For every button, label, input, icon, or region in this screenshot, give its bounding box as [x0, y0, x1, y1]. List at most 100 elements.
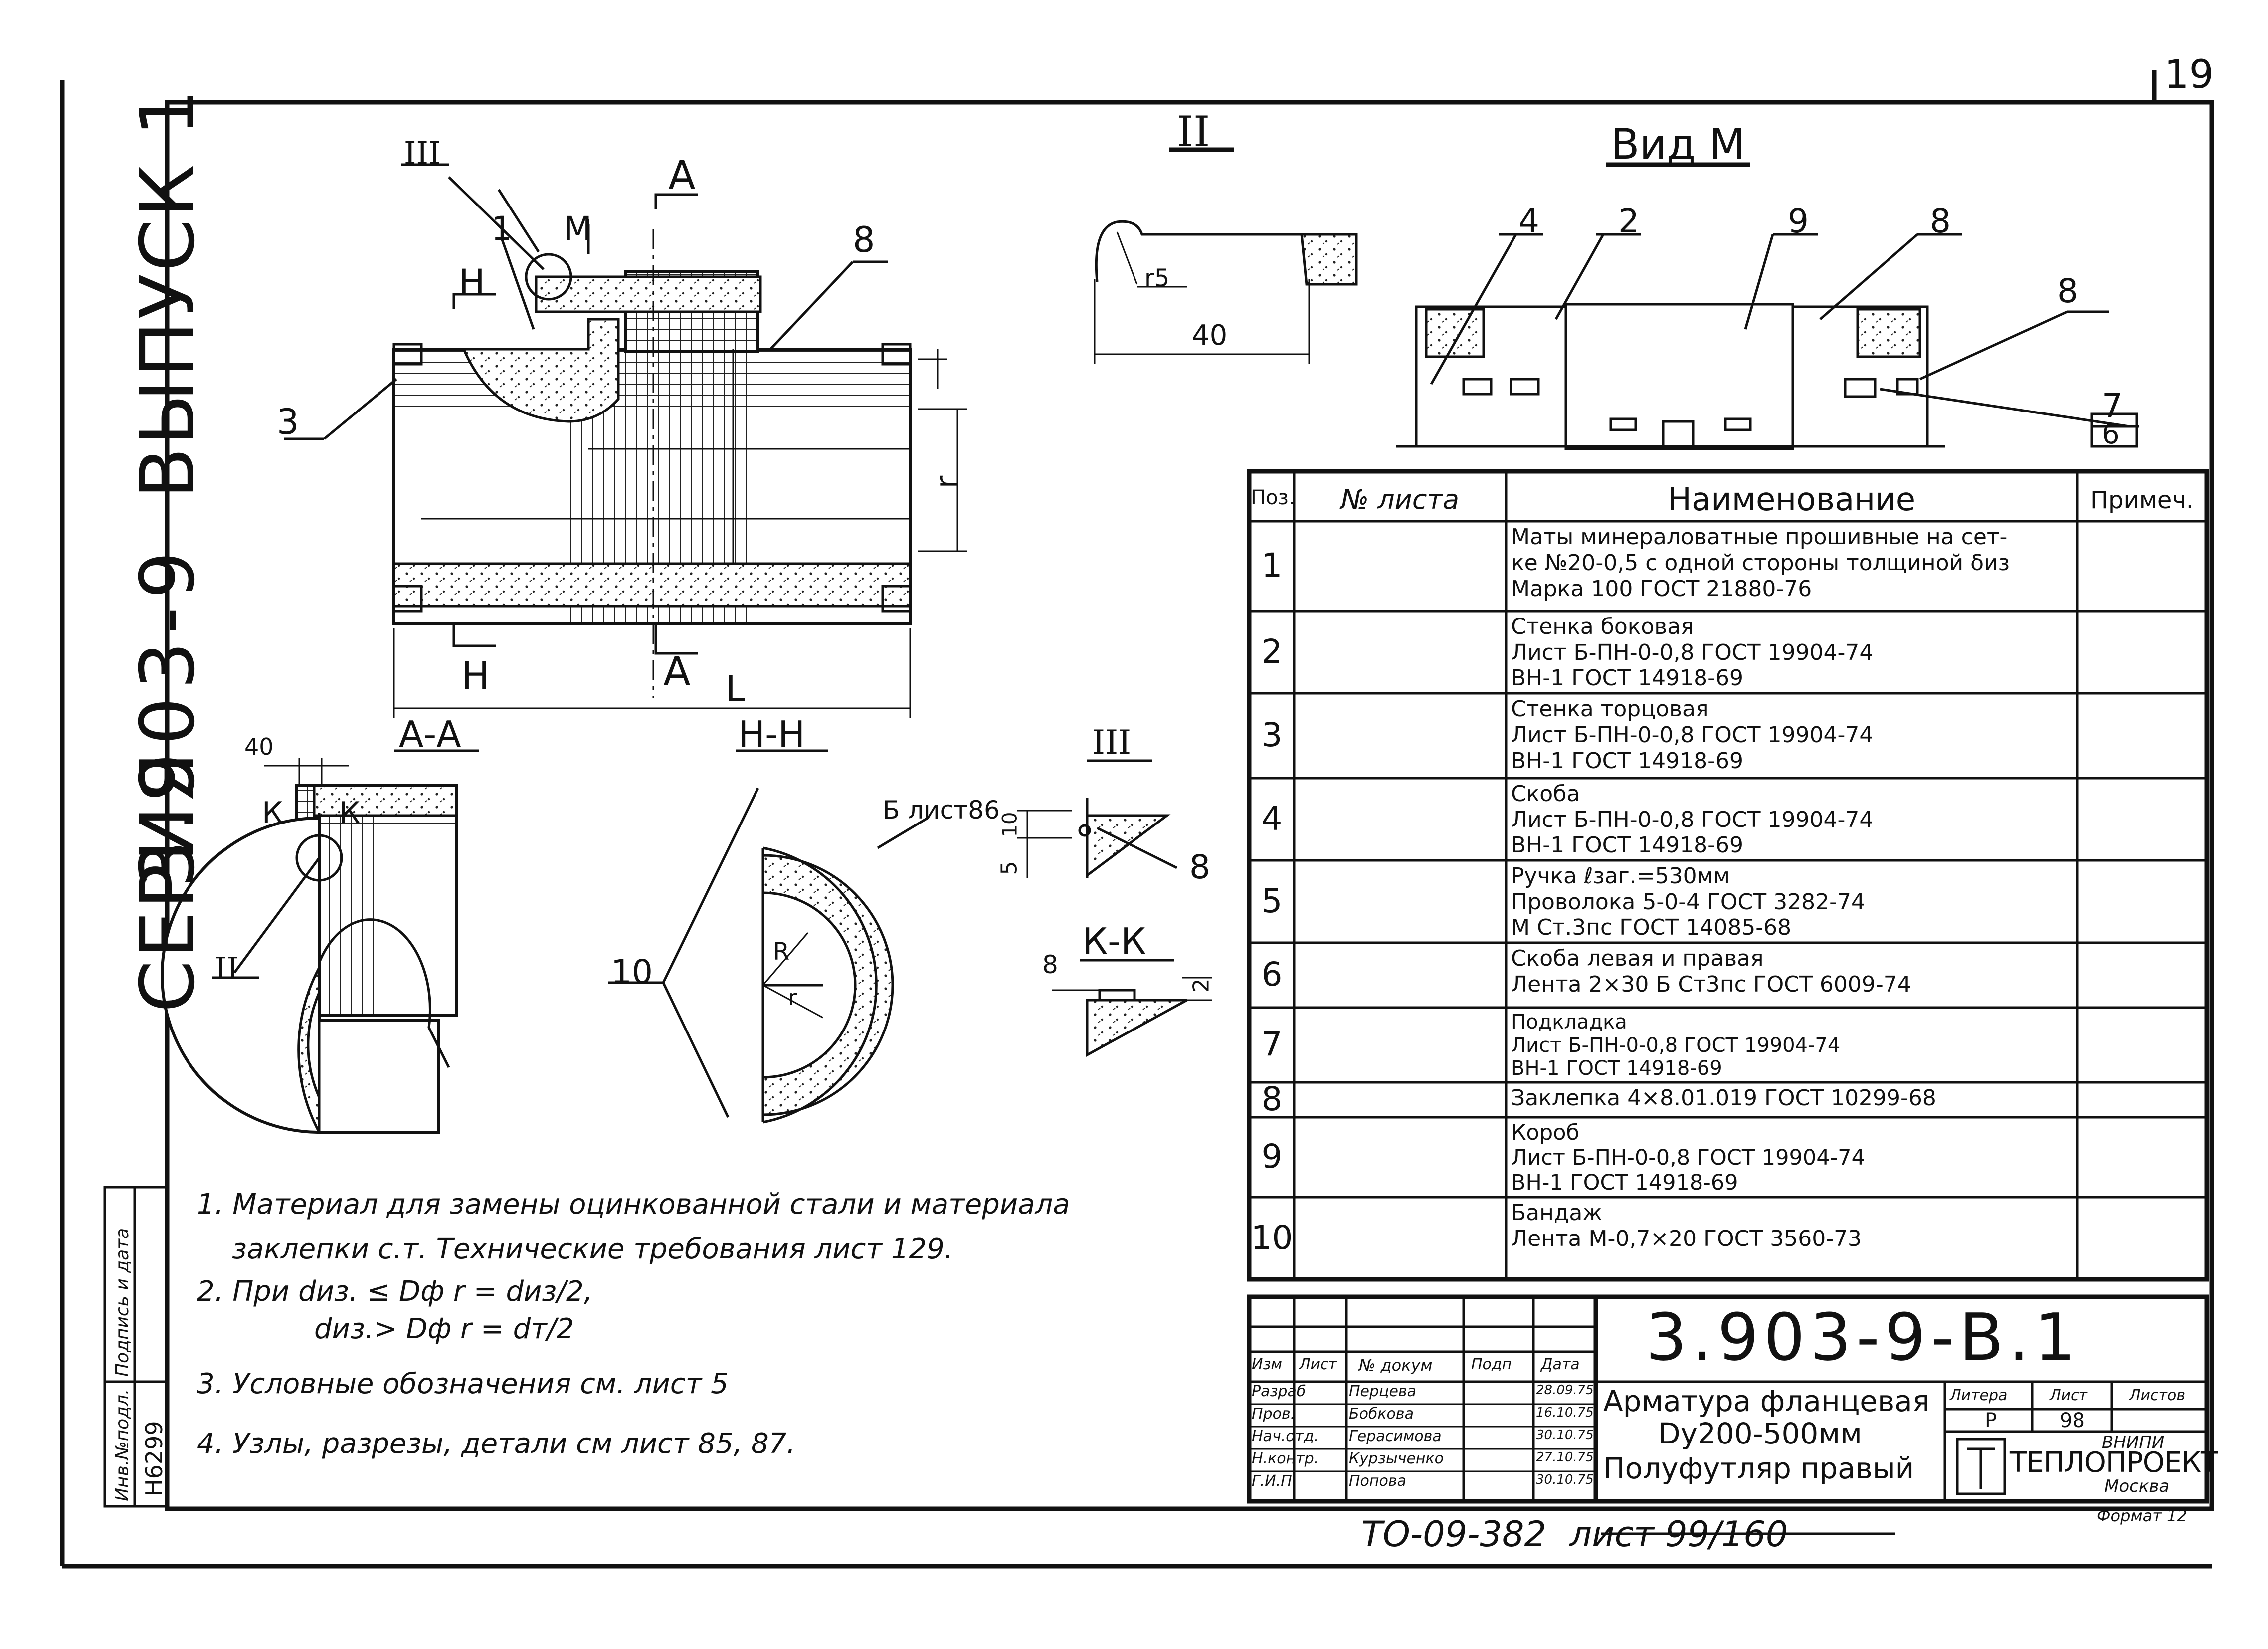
- spec-row-name-line: Стенка боковая: [1511, 614, 1694, 639]
- archive-sheet-ref: лист 99/160: [1569, 1514, 1788, 1555]
- main-label-L: L: [726, 668, 745, 709]
- section-KK-title: К-К: [1082, 920, 1146, 962]
- main-label-H-bottom: Н: [461, 653, 490, 698]
- title-line-2: Dу200-500мм: [1658, 1417, 1862, 1450]
- view-M-callout-6: 6: [2102, 418, 2120, 450]
- note-4: 4. Узлы, разрезы, детали см лист 85, 87.: [197, 1428, 796, 1460]
- tb-person-role: Разраб: [1252, 1383, 1306, 1400]
- section-AA-K-right: К: [339, 796, 361, 830]
- tb-col-izm: Изм: [1252, 1356, 1283, 1373]
- spec-header-sheet: № листа: [1340, 484, 1460, 515]
- sheet-frame: [60, 70, 2214, 1569]
- spec-row-name-line: ВН-1 ГОСТ 14918-69: [1511, 1057, 1722, 1080]
- section-III-title: III: [1092, 723, 1132, 762]
- spec-row-name-line: Лист Б-ПН-0-0,8 ГОСТ 19904-74: [1511, 1033, 1841, 1057]
- left-stamp-grid: [103, 1186, 169, 1508]
- title-line-1: Арматура фланцевая: [1603, 1384, 1930, 1418]
- tb-col-list: Лист: [1299, 1356, 1337, 1373]
- spec-row-pos: 10: [1251, 1218, 1293, 1257]
- tb-person-role: Н.контр.: [1252, 1450, 1319, 1467]
- tb-stage-header-1: Лист: [2050, 1387, 2088, 1404]
- section-KK-detail: [1052, 959, 1212, 1057]
- spec-header-name: Наименование: [1667, 481, 1916, 518]
- tb-person-date: 27.10.75: [1536, 1450, 1594, 1465]
- tb-person-name: Попова: [1349, 1472, 1406, 1490]
- section-AA-dim-40: 40: [244, 733, 274, 760]
- section-II-radius: r5: [1144, 264, 1170, 292]
- tb-person-name: Курзыченко: [1349, 1450, 1444, 1467]
- format-label: Формат 12: [2097, 1506, 2187, 1525]
- spec-row-name-line: Заклепка 4×8.01.019 ГОСТ 10299-68: [1511, 1085, 1936, 1111]
- stamp-inventory-label: Инв.№подл.: [112, 1389, 133, 1501]
- section-AA-II: II: [214, 950, 239, 987]
- spec-header-pos: Поз.: [1251, 486, 1295, 509]
- tb-person-date: 16.10.75: [1536, 1405, 1594, 1420]
- spec-row-pos: 7: [1261, 1025, 1283, 1063]
- spec-row-name-line: Лист Б-ПН-0-0,8 ГОСТ 19904-74: [1511, 722, 1874, 748]
- spec-row-name-line: Подкладка: [1511, 1011, 1627, 1033]
- view-M-callout-4: 4: [1518, 202, 1539, 240]
- page-number: 19: [2164, 52, 2214, 97]
- series-number: 3.903-9: [125, 543, 211, 888]
- note-1-cont: заклепки с.т. Технические требования лис…: [232, 1233, 953, 1265]
- tb-person-role: Нач.отд.: [1252, 1428, 1319, 1445]
- main-label-H-top: Н: [459, 262, 485, 303]
- section-III-dim-10: 10: [998, 812, 1022, 837]
- view-M-detail: [1396, 162, 2139, 450]
- tb-col-date: Дата: [1541, 1356, 1580, 1373]
- stamp-signature-label: Подпись и дата: [112, 1228, 133, 1377]
- tb-stage-header-2: Листов: [2129, 1387, 2186, 1404]
- section-III-callout-8: 8: [1189, 848, 1210, 886]
- main-label-III: III: [404, 135, 441, 171]
- main-label-A-top: А: [668, 152, 696, 199]
- main-label-8: 8: [853, 219, 875, 260]
- spec-row-name-line: М Ст.3пс ГОСТ 14085-68: [1511, 915, 1792, 941]
- spec-row-name-line: ВН-1 ГОСТ 14918-69: [1511, 1170, 1738, 1195]
- spec-table-grid: [1247, 469, 2209, 1282]
- title-block-grid: [1247, 1294, 2209, 1504]
- tb-person-date: 30.10.75: [1536, 1428, 1594, 1443]
- view-M-callout-8a: 8: [1930, 202, 1951, 240]
- main-label-A-bottom: А: [663, 648, 691, 695]
- title-line-3: Полуфутляр правый: [1603, 1451, 1914, 1485]
- view-M-callout-2: 2: [1618, 202, 1639, 240]
- tb-person-role: Пров.: [1252, 1405, 1296, 1423]
- section-II-detail: [1094, 147, 1358, 364]
- section-HH-Blist: Б лист86: [883, 796, 1000, 824]
- note-3: 3. Условные обозначения см. лист 5: [197, 1368, 729, 1400]
- org-name: ТЕПЛОПРОЕКТ: [2010, 1446, 2218, 1479]
- note-1: 1. Материал для замены оцинкованной стал…: [197, 1188, 1070, 1221]
- archive-code: ТО-09-382: [1361, 1514, 1547, 1555]
- main-label-3: 3: [277, 402, 299, 442]
- spec-row-name-line: Лист Б-ПН-0-0,8 ГОСТ 19904-74: [1511, 639, 1874, 665]
- spec-row-name-line: ке №20-0,5 с одной стороны толщиной δиз: [1511, 550, 2010, 576]
- spec-row-name-line: ВН-1 ГОСТ 14918-69: [1511, 832, 1744, 858]
- section-HH-10: 10: [611, 953, 653, 991]
- spec-row-name-line: Марка 100 ГОСТ 21880-76: [1511, 576, 1812, 602]
- tb-person-date: 30.10.75: [1536, 1472, 1594, 1487]
- view-M-callout-9: 9: [1788, 202, 1809, 240]
- spec-row-name-line: Стенка торцовая: [1511, 696, 1709, 722]
- section-AA-title: А-А: [399, 713, 461, 755]
- stamp-inventory-value: Н6299: [141, 1421, 168, 1496]
- spec-row-name-line: Бандаж: [1511, 1200, 1602, 1226]
- spec-row-name-line: Лента М-0,7×20 ГОСТ 3560-73: [1511, 1226, 1862, 1251]
- section-AA-K-left: К: [262, 796, 283, 830]
- tb-stage-header-0: Литера: [1950, 1387, 2008, 1404]
- main-label-r: r: [928, 475, 965, 489]
- tb-col-sign: Подп: [1471, 1356, 1512, 1373]
- spec-row-pos: 6: [1261, 955, 1283, 994]
- spec-header-note: Примеч.: [2090, 486, 2194, 514]
- section-KK-dim-2: 2: [1188, 978, 1214, 993]
- section-II-title: II: [1177, 107, 1210, 156]
- section-HH-R: R: [773, 938, 790, 966]
- spec-row-name-line: Маты минераловатные прошивные на сет-: [1511, 524, 2008, 550]
- drawing-designation: 3.903-9-В.1: [1646, 1299, 2080, 1375]
- org-short: ВНИПИ: [2102, 1433, 2165, 1452]
- tb-person-name: Бобкова: [1349, 1405, 1414, 1423]
- tb-person-date: 28.09.75: [1536, 1383, 1594, 1398]
- section-II-width: 40: [1192, 319, 1228, 352]
- org-city: Москва: [2104, 1476, 2170, 1496]
- spec-row-pos: 9: [1261, 1137, 1283, 1176]
- spec-row-name-line: Проволока 5-0-4 ГОСТ 3282-74: [1511, 889, 1865, 915]
